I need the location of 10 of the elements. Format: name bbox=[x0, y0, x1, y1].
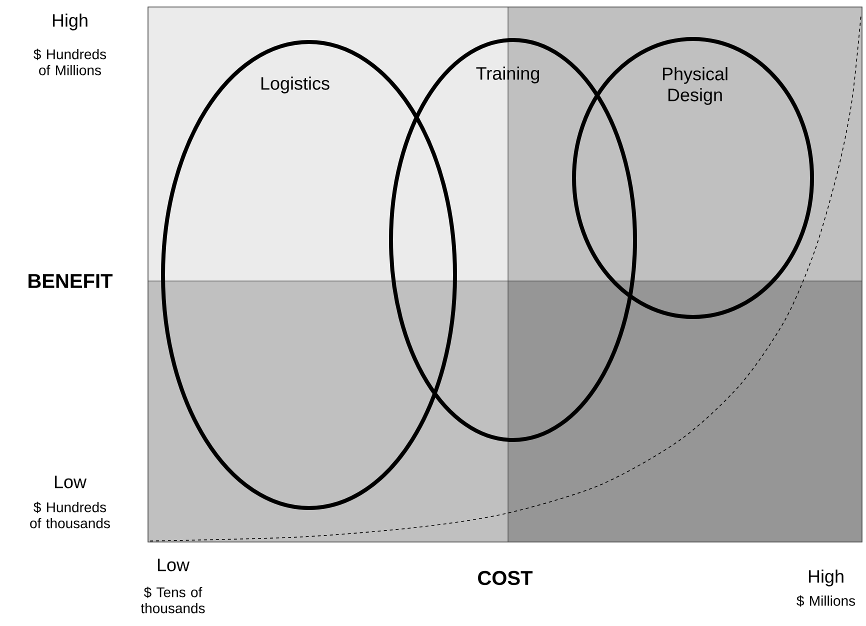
axis-label: BENEFIT bbox=[28, 274, 113, 288]
axis-label: $ Millions bbox=[796, 595, 856, 607]
axis-label: Low bbox=[54, 476, 87, 488]
axis-label: COST bbox=[478, 570, 533, 586]
axis-label: $ Hundreds of Millions bbox=[34, 48, 106, 76]
axis-label: $ Tens of thousands bbox=[140, 586, 205, 614]
axis-label: High bbox=[808, 570, 844, 586]
axis-label: $ Hundreds of thousands bbox=[30, 502, 110, 528]
axis-label: Low bbox=[158, 558, 190, 572]
axis-label: High bbox=[52, 14, 88, 30]
